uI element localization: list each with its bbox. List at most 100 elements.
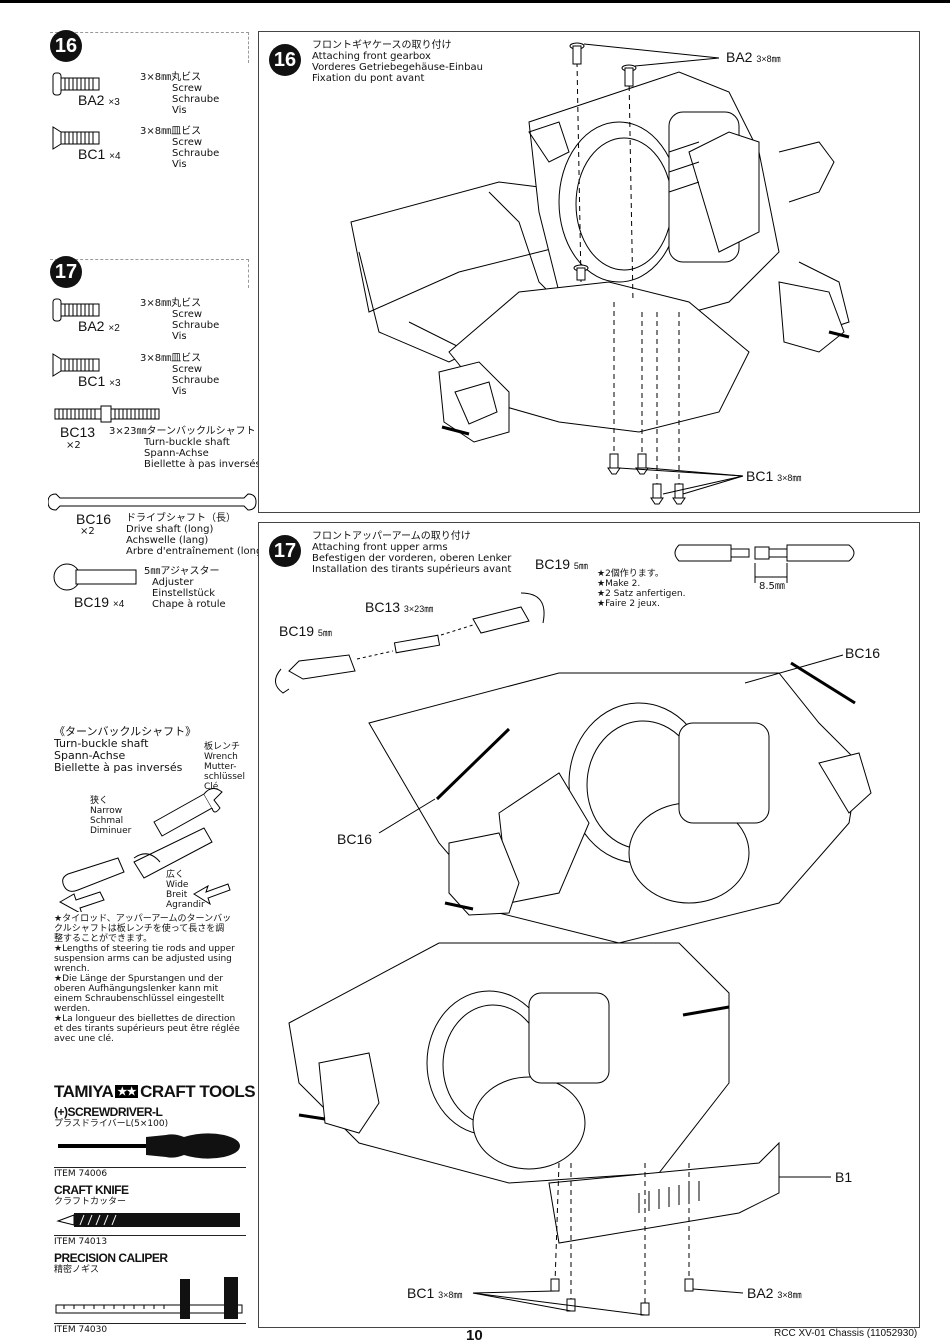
bc16-b-label: BC16 — [337, 831, 373, 847]
part-qty: ×4 — [109, 151, 121, 162]
pan-screw-icon — [52, 72, 100, 96]
callout-ba2-code: BA2 — [726, 49, 753, 65]
desc-en: Screw — [172, 364, 203, 375]
turnbuckle-title-jp: 《ターンバックルシャフト》 — [54, 725, 197, 738]
dimension-label: 8.5㎜ — [759, 581, 785, 592]
wide-label-de: Breit — [166, 890, 188, 900]
tool-jp: プラスドライバーL(5×100) — [54, 1119, 169, 1129]
desc-de: Schraube — [172, 94, 220, 105]
note-line: suspension arms can be adjusted using — [54, 954, 232, 964]
note-line: wrench. — [54, 964, 90, 974]
note-line: 整することができます。 — [54, 934, 153, 944]
pan-screw-icon — [52, 298, 100, 322]
step-17-title-en: Attaching front upper arms — [312, 542, 448, 553]
desc-en: Screw — [172, 137, 203, 148]
wrench-label-de2: schlüssel — [204, 772, 245, 782]
callout-ba2-size: 3×8㎜ — [756, 54, 781, 64]
b1-label: B1 — [835, 1169, 853, 1185]
desc-en: Adjuster — [152, 577, 194, 588]
step-17-badge: 17 — [269, 535, 301, 567]
desc-jp: ドライブシャフト（長） — [126, 513, 236, 524]
bc13-code: BC13 — [365, 599, 401, 615]
make2-en: ★Make 2. — [597, 579, 641, 589]
note-line: ★Die Länge der Spurstangen und der — [54, 974, 224, 984]
note-line: einem Schraubenschlüssel eingestellt — [54, 994, 225, 1004]
step-17-panel: 17 フロントアッパーアームの取り付け Attaching front uppe… — [258, 522, 920, 1328]
turnbuckle-note: 《ターンバックルシャフト》 Turn-buckle shaft Spann-Ac… — [54, 725, 254, 1045]
wide-label-fr: Agrandir — [166, 900, 205, 910]
narrow-label-de: Schmal — [90, 816, 124, 826]
bc16-a-label: BC16 — [845, 645, 881, 661]
part-qty: ×2 — [80, 526, 95, 537]
tool-jp: 精密ノギス — [54, 1265, 100, 1275]
part-code: BC19 — [74, 594, 110, 610]
desc-fr: Vis — [172, 386, 187, 397]
step-16-title-en: Attaching front gearbox — [312, 51, 431, 62]
tool-caliper: PRECISION CALIPER 精密ノギス ITEM 74030 — [54, 1251, 246, 1335]
front-upper-arm-diagram — [275, 544, 872, 1316]
step-17-title-fr: Installation des tirants supérieurs avan… — [312, 564, 512, 575]
desc-jp: 3×23㎜ターンバックルシャフト — [109, 426, 256, 437]
note-line: werden. — [54, 1004, 91, 1014]
step-16-panel: 16 フロントギヤケースの取り付け Attaching front gearbo… — [258, 31, 920, 513]
desc-de: Achswelle (lang) — [126, 535, 209, 546]
part-qty: ×4 — [112, 599, 125, 610]
part-qty: ×3 — [108, 97, 120, 108]
countersunk-screw-icon — [52, 353, 100, 377]
caliper-icon — [55, 1277, 243, 1319]
step-17-title-de: Befestigen der vorderen, oberen Lenker — [312, 553, 512, 564]
wide-label-jp: 広く — [166, 870, 185, 880]
part-code: BC13 — [60, 424, 96, 440]
turnbuckle-title-de: Spann-Achse — [54, 749, 126, 762]
model-name: RCC XV-01 Chassis (11052930) — [774, 1328, 918, 1339]
part-qty: ×3 — [109, 378, 121, 389]
tool-screwdriver: (+)SCREWDRIVER-L プラスドライバーL(5×100) ITEM 7… — [54, 1105, 246, 1179]
drive-shaft-icon — [48, 493, 257, 511]
desc-en: Turn-buckle shaft — [144, 437, 230, 448]
bc1-code: BC1 — [407, 1285, 435, 1301]
tool-name: CRAFT KNIFE — [54, 1183, 129, 1197]
part-code: BC16 — [76, 511, 112, 527]
turnbuckle-title-en: Turn-buckle shaft — [54, 737, 149, 750]
narrow-label-fr: Diminuer — [90, 826, 132, 836]
note-line: クルシャフトは板レンチを使って長さを調 — [54, 924, 225, 934]
part-code: BC1 — [78, 146, 106, 162]
countersunk-screw-icon — [52, 126, 100, 150]
tool-name: (+)SCREWDRIVER-L — [54, 1105, 163, 1119]
wrench-label-fr: Clé — [204, 782, 219, 792]
wrench-label-jp: 板レンチ — [204, 742, 241, 752]
tool-craft-knife: CRAFT KNIFE クラフトカッター ITEM 74013 — [54, 1183, 246, 1247]
callout-bc1-code: BC1 — [746, 468, 774, 484]
desc-fr: Vis — [172, 159, 187, 170]
bc19-a-size: 5㎜ — [573, 561, 588, 571]
bc19-b-code: BC19 — [279, 623, 315, 639]
step-16-title-de: Vorderes Getriebegehäuse-Einbau — [312, 62, 483, 73]
top-rule — [0, 0, 950, 3]
desc-jp: 3×8㎜皿ビス — [140, 353, 202, 364]
desc-fr: Arbre d'entraînement (long) — [126, 546, 267, 557]
wide-label-en: Wide — [166, 880, 189, 890]
parts-step-badge-17: 17 — [50, 256, 82, 288]
parts-step-badge-16: 16 — [50, 30, 82, 62]
wrench-label-de1: Mutter- — [204, 762, 237, 772]
bc1-size: 3×8㎜ — [438, 1290, 463, 1300]
wrench-label-en: Wrench — [204, 752, 238, 762]
desc-de: Spann-Achse — [144, 448, 209, 459]
step-16-title-fr: Fixation du pont avant — [312, 73, 425, 84]
desc-fr: Chape à rotule — [152, 599, 226, 610]
tool-name: PRECISION CALIPER — [54, 1251, 168, 1265]
note-line: ★Lengths of steering tie rods and upper — [54, 944, 235, 954]
desc-fr: Vis — [172, 105, 187, 116]
step-16-badge: 16 — [269, 44, 301, 76]
narrow-label-jp: 狭く — [90, 796, 109, 806]
step-16-title-jp: フロントギヤケースの取り付け — [312, 40, 452, 51]
bc19-a-code: BC19 — [535, 556, 571, 572]
callout-bc1-size: 3×8㎜ — [777, 473, 802, 483]
parts-header-17 — [50, 259, 249, 288]
desc-jp: 3×8㎜皿ビス — [140, 126, 202, 137]
note-line: avec une clé. — [54, 1034, 114, 1044]
desc-de: Schraube — [172, 148, 220, 159]
note-line: et des tirants supérieurs peut être régl… — [54, 1024, 240, 1034]
page-number: 10 — [466, 1327, 483, 1344]
make2-jp: ★2個作ります。 — [597, 569, 664, 579]
